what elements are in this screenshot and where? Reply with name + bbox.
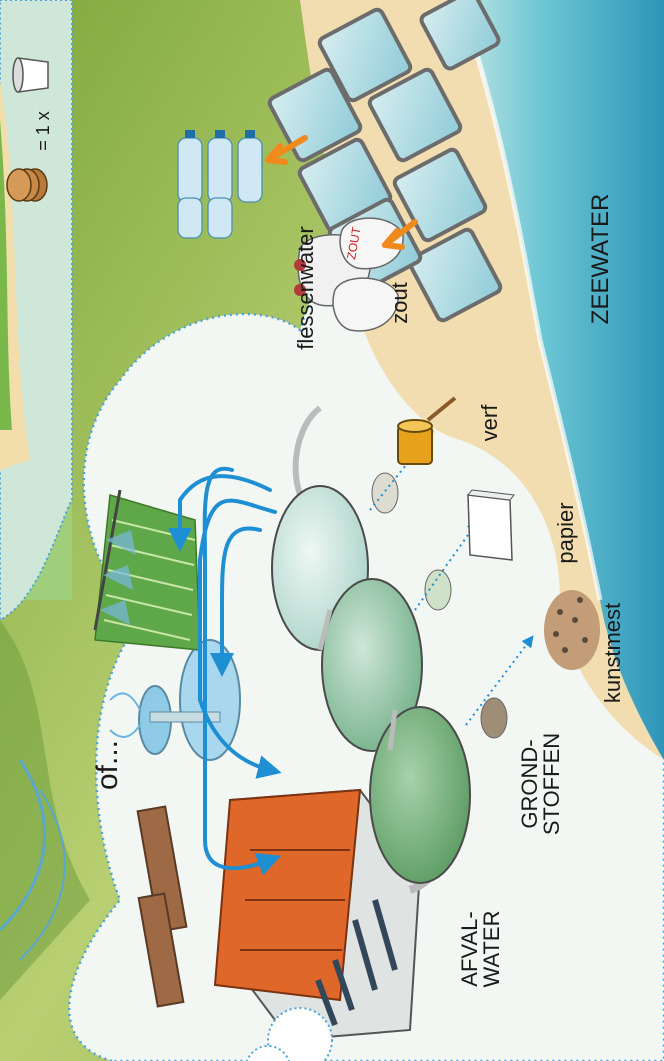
paper-stack-icon bbox=[468, 490, 514, 560]
label-kunstmest: kunstmest bbox=[602, 588, 628, 718]
label-verf: verf bbox=[479, 393, 505, 453]
label-papier: papier bbox=[555, 493, 581, 573]
label-grondstoffen: GROND- STOFFEN bbox=[519, 729, 571, 839]
label-afvalwater-line1: AFVAL- bbox=[459, 909, 481, 989]
label-afvalwater-line2: WATER bbox=[481, 909, 503, 989]
coin-stack-icon bbox=[7, 169, 47, 201]
bucket-icon bbox=[13, 58, 48, 92]
label-of: of... bbox=[93, 725, 123, 805]
fertilizer-pile-icon bbox=[544, 590, 600, 670]
label-grondstoffen-line2: STOFFEN bbox=[541, 729, 563, 839]
label-zeewater: ZEEWATER bbox=[589, 184, 617, 334]
label-zout: zout bbox=[389, 273, 415, 333]
label-flessenwater: flessenwater bbox=[295, 218, 321, 358]
label-legend-equals: = 1 x bbox=[34, 101, 56, 161]
label-grondstoffen-line1: GROND- bbox=[519, 729, 541, 839]
label-afvalwater: AFVAL- WATER bbox=[459, 909, 511, 989]
